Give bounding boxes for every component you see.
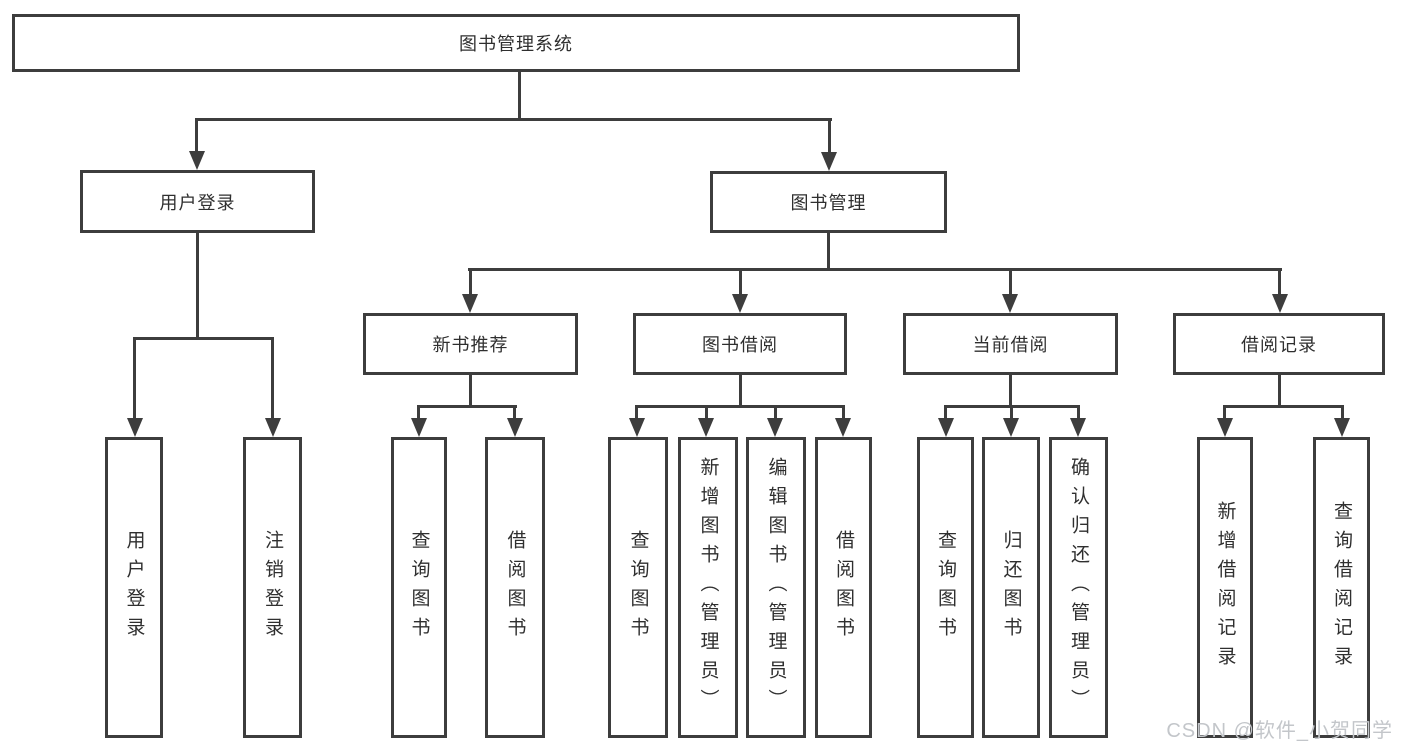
- arrow-down-icon: [1070, 418, 1086, 437]
- leaf-label: 编辑图书（管理员）: [765, 457, 787, 718]
- leaf-logout: 注销登录: [243, 437, 302, 738]
- leaf-cb-query-books: 查询图书: [917, 437, 974, 738]
- leaf-label: 查询图书: [408, 529, 430, 646]
- connector-group-bar: [1223, 405, 1344, 408]
- leaf-label: 归还图书: [1000, 529, 1022, 646]
- arrow-down-icon: [127, 418, 143, 437]
- node-borrow-records: 借阅记录: [1173, 313, 1385, 375]
- node-new-book-rec: 新书推荐: [363, 313, 578, 375]
- node-book-borrow-label: 图书借阅: [702, 335, 778, 355]
- connector-to-group: [469, 268, 472, 296]
- connector-to-leaf: [417, 405, 420, 420]
- arrow-down-icon: [732, 294, 748, 313]
- leaf-label: 用户登录: [123, 529, 145, 646]
- connector-to-book-mgmt: [828, 118, 831, 154]
- connector-level1-bar: [195, 118, 832, 121]
- node-borrow-records-label: 借阅记录: [1241, 335, 1317, 355]
- leaf-label: 新增借阅记录: [1214, 500, 1236, 675]
- arrow-down-icon: [938, 418, 954, 437]
- connector-to-leaf: [944, 405, 947, 420]
- connector-to-leaf: [635, 405, 638, 420]
- arrow-down-icon: [507, 418, 523, 437]
- connector-level2-bar: [468, 268, 1282, 271]
- arrow-down-icon: [1272, 294, 1288, 313]
- node-book-mgmt-label: 图书管理: [790, 193, 867, 213]
- arrow-down-icon: [1003, 418, 1019, 437]
- leaf-bb-add-books-admin: 新增图书（管理员）: [678, 437, 738, 738]
- connector-group-stem: [1278, 375, 1281, 408]
- leaf-user-login: 用户登录: [105, 437, 163, 738]
- leaf-cb-return-books: 归还图书: [982, 437, 1040, 738]
- connector-to-user-login: [195, 118, 198, 154]
- leaf-nbr-query-books: 查询图书: [391, 437, 447, 738]
- arrow-down-icon: [189, 151, 205, 170]
- connector-group-stem: [1009, 375, 1012, 408]
- connector-to-leaf: [774, 405, 777, 420]
- leaf-cb-confirm-return-admin: 确认归还（管理员）: [1049, 437, 1108, 738]
- connector-to-leaf: [1341, 405, 1344, 420]
- connector-to-leaf: [1010, 405, 1013, 420]
- node-root-label: 图书管理系统: [459, 34, 573, 54]
- leaf-br-add-record: 新增借阅记录: [1197, 437, 1253, 738]
- leaf-bb-borrow-books: 借阅图书: [815, 437, 872, 738]
- leaf-bb-edit-books-admin: 编辑图书（管理员）: [746, 437, 806, 738]
- leaf-label: 借阅图书: [504, 529, 526, 646]
- arrow-down-icon: [821, 152, 837, 171]
- connector-to-leaf: [513, 405, 516, 420]
- arrow-down-icon: [629, 418, 645, 437]
- leaf-bb-query-books: 查询图书: [608, 437, 668, 738]
- connector-to-group: [1278, 268, 1281, 296]
- node-user-login: 用户登录: [80, 170, 315, 233]
- node-current-borrow-label: 当前借阅: [972, 335, 1049, 355]
- csdn-watermark: CSDN @软件_小贺同学: [1166, 720, 1393, 742]
- connector-root-stem: [518, 70, 521, 121]
- leaf-br-query-record: 查询借阅记录: [1313, 437, 1370, 738]
- arrow-down-icon: [767, 418, 783, 437]
- connector-group-bar: [417, 405, 517, 408]
- leaf-label: 查询图书: [627, 529, 649, 646]
- connector-to-leaf: [1223, 405, 1226, 420]
- arrow-down-icon: [1002, 294, 1018, 313]
- arrow-down-icon: [1217, 418, 1233, 437]
- connector-to-leaf: [1077, 405, 1080, 420]
- leaf-label: 查询借阅记录: [1331, 500, 1352, 675]
- connector-to-group: [1009, 268, 1012, 296]
- node-current-borrow: 当前借阅: [903, 313, 1118, 375]
- connector-book-mgmt-stem: [827, 233, 830, 270]
- connector-to-group: [739, 268, 742, 296]
- leaf-label: 借阅图书: [833, 529, 854, 646]
- node-book-mgmt: 图书管理: [710, 171, 947, 233]
- arrow-down-icon: [462, 294, 478, 313]
- connector-group-stem: [469, 375, 472, 408]
- node-new-book-rec-label: 新书推荐: [432, 335, 509, 355]
- connector-to-leaf: [842, 405, 845, 420]
- connector-user-login-bar: [133, 337, 274, 340]
- connector-group-bar: [635, 405, 845, 408]
- leaf-label: 注销登录: [262, 529, 283, 646]
- connector-to-leaf: [271, 337, 274, 420]
- arrow-down-icon: [1334, 418, 1350, 437]
- connector-group-stem: [739, 375, 742, 408]
- leaf-label: 新增图书（管理员）: [697, 457, 719, 718]
- leaf-label: 确认归还（管理员）: [1068, 457, 1089, 718]
- arrow-down-icon: [698, 418, 714, 437]
- node-user-login-label: 用户登录: [159, 192, 236, 213]
- connector-to-leaf: [705, 405, 708, 420]
- connector-user-login-stem: [196, 233, 199, 340]
- node-book-borrow: 图书借阅: [633, 313, 847, 375]
- node-root: 图书管理系统: [12, 14, 1020, 72]
- leaf-nbr-borrow-books: 借阅图书: [485, 437, 545, 738]
- arrow-down-icon: [835, 418, 851, 437]
- arrow-down-icon: [265, 418, 281, 437]
- arrow-down-icon: [411, 418, 427, 437]
- leaf-label: 查询图书: [935, 529, 956, 646]
- connector-to-leaf: [133, 337, 136, 420]
